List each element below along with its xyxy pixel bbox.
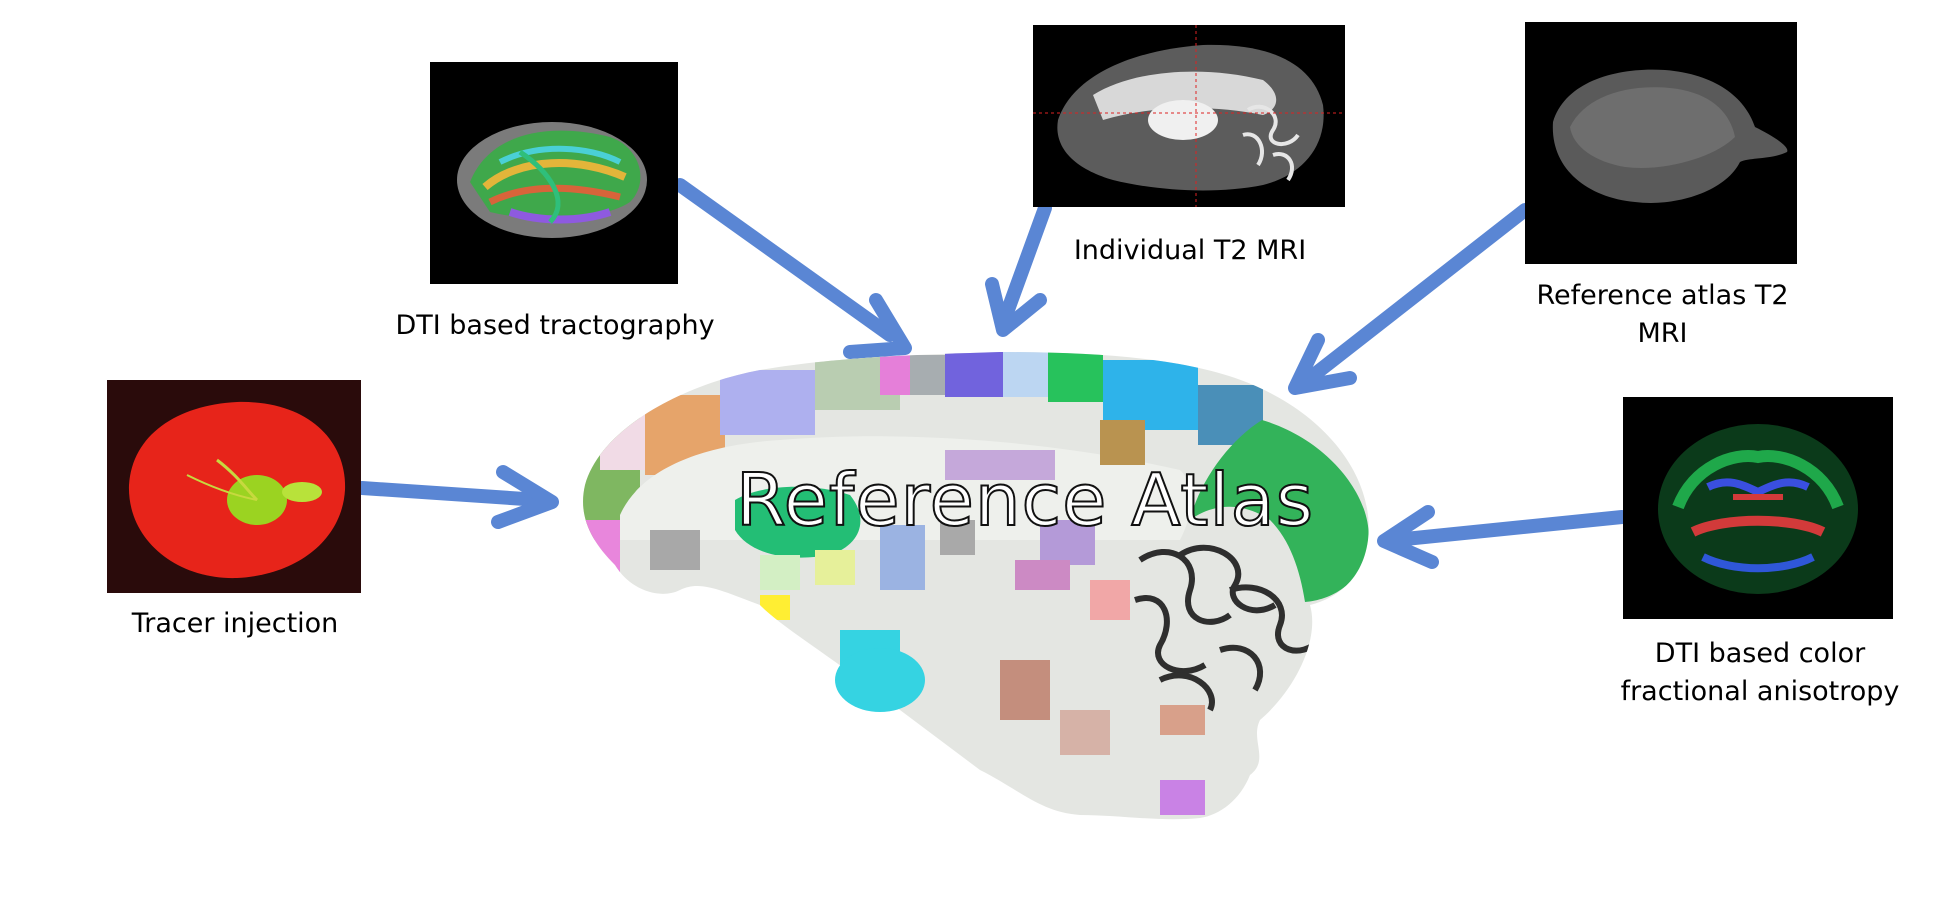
t2-reference-caption-line2: MRI <box>1637 318 1688 349</box>
t2-individual-caption: Individual T2 MRI <box>1073 235 1307 266</box>
color-fa-caption-line2: fractional anisotropy <box>1620 676 1900 707</box>
t2-reference-panel <box>1525 22 1797 264</box>
coronal-fa-map-image <box>1658 424 1858 594</box>
t2-reference-caption-line1: Reference atlas T2 <box>1536 280 1789 311</box>
tracer-caption: Tracer injection <box>131 608 339 639</box>
arrow-t2-individual <box>985 201 1052 337</box>
t2-individual-panel <box>1033 25 1345 207</box>
brain-fiber-tracts-image <box>457 122 647 238</box>
tracer-panel <box>107 380 361 593</box>
tractography-caption: DTI based tractography <box>395 310 715 341</box>
sagittal-mri-slice-image <box>1033 25 1345 207</box>
red-brain-tracer-image <box>128 401 346 579</box>
arrow-color-fa <box>1377 505 1629 569</box>
tractography-panel <box>430 62 678 284</box>
arrow-tracer <box>355 465 559 529</box>
atlas-title: Reference Atlas <box>735 457 1315 543</box>
3d-brain-render-image <box>1552 69 1788 203</box>
arrow-t2-reference <box>1288 203 1532 395</box>
color-fa-caption-line1: DTI based color <box>1654 638 1866 669</box>
color-fa-panel <box>1623 397 1893 619</box>
arrow-tractography <box>673 178 912 359</box>
